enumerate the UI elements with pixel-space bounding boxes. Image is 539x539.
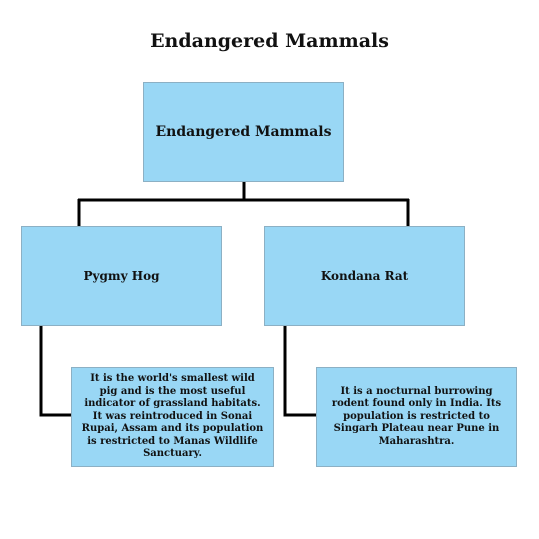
kondana-rat-description-box: It is a nocturnal burrowing rodent found… [316,367,517,467]
diagram-title: Endangered Mammals [150,30,389,52]
left-description-connector [39,326,71,417]
pygmy-hog-description: It is the world's smallest wild pig and … [81,373,264,460]
node-kondana-rat: Kondana Rat [264,226,465,326]
node-kondana-rat-label: Kondana Rat [320,269,409,283]
node-pygmy-hog: Pygmy Hog [21,226,222,326]
right-description-connector [283,326,316,417]
root-node: Endangered Mammals [143,82,344,182]
node-pygmy-hog-label: Pygmy Hog [83,269,160,283]
root-node-label: Endangered Mammals [155,124,332,140]
kondana-rat-description: It is a nocturnal burrowing rodent found… [331,385,502,447]
pygmy-hog-description-box: It is the world's smallest wild pig and … [71,367,274,467]
